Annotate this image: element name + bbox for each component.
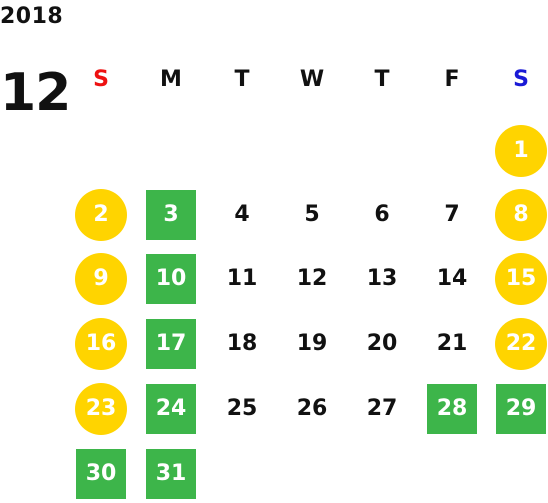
calendar-year: 2018 [0,4,64,29]
calendar-day[interactable]: 16 [75,318,127,370]
calendar-day[interactable]: 18 [226,331,258,356]
calendar-day[interactable]: 24 [146,384,196,434]
calendar-day[interactable]: 6 [374,202,390,227]
calendar-day[interactable]: 25 [226,396,258,421]
calendar-day[interactable]: 22 [495,318,547,370]
weekday-header: W [299,67,325,92]
weekday-header: S [93,67,109,92]
calendar-day[interactable]: 12 [296,266,328,291]
calendar-day[interactable]: 11 [226,266,258,291]
weekday-header: S [513,67,529,92]
calendar-day[interactable]: 3 [146,190,196,240]
calendar-day[interactable]: 14 [436,266,468,291]
calendar-day[interactable]: 19 [296,331,328,356]
calendar-day[interactable]: 5 [304,202,320,227]
calendar-day[interactable]: 21 [436,331,468,356]
calendar-day[interactable]: 23 [75,383,127,435]
calendar-day[interactable]: 4 [234,202,250,227]
weekday-header: T [374,67,390,92]
calendar-day[interactable]: 13 [366,266,398,291]
calendar-day[interactable]: 27 [366,396,398,421]
calendar-day[interactable]: 8 [495,189,547,241]
calendar-day[interactable]: 2 [75,189,127,241]
weekday-header: M [160,67,182,92]
calendar-day[interactable]: 30 [76,449,126,499]
calendar-day[interactable]: 26 [296,396,328,421]
calendar-day[interactable]: 1 [495,125,547,177]
calendar-month: 12 [0,63,71,123]
calendar-day[interactable]: 29 [496,384,546,434]
weekday-header: F [444,67,460,92]
calendar-day[interactable]: 9 [75,253,127,305]
calendar-day[interactable]: 20 [366,331,398,356]
weekday-header: T [234,67,250,92]
calendar-day[interactable]: 10 [146,254,196,304]
calendar-day[interactable]: 7 [444,202,460,227]
calendar-day[interactable]: 28 [427,384,477,434]
calendar-day[interactable]: 31 [146,449,196,499]
calendar-day[interactable]: 17 [146,319,196,369]
calendar-day[interactable]: 15 [495,253,547,305]
